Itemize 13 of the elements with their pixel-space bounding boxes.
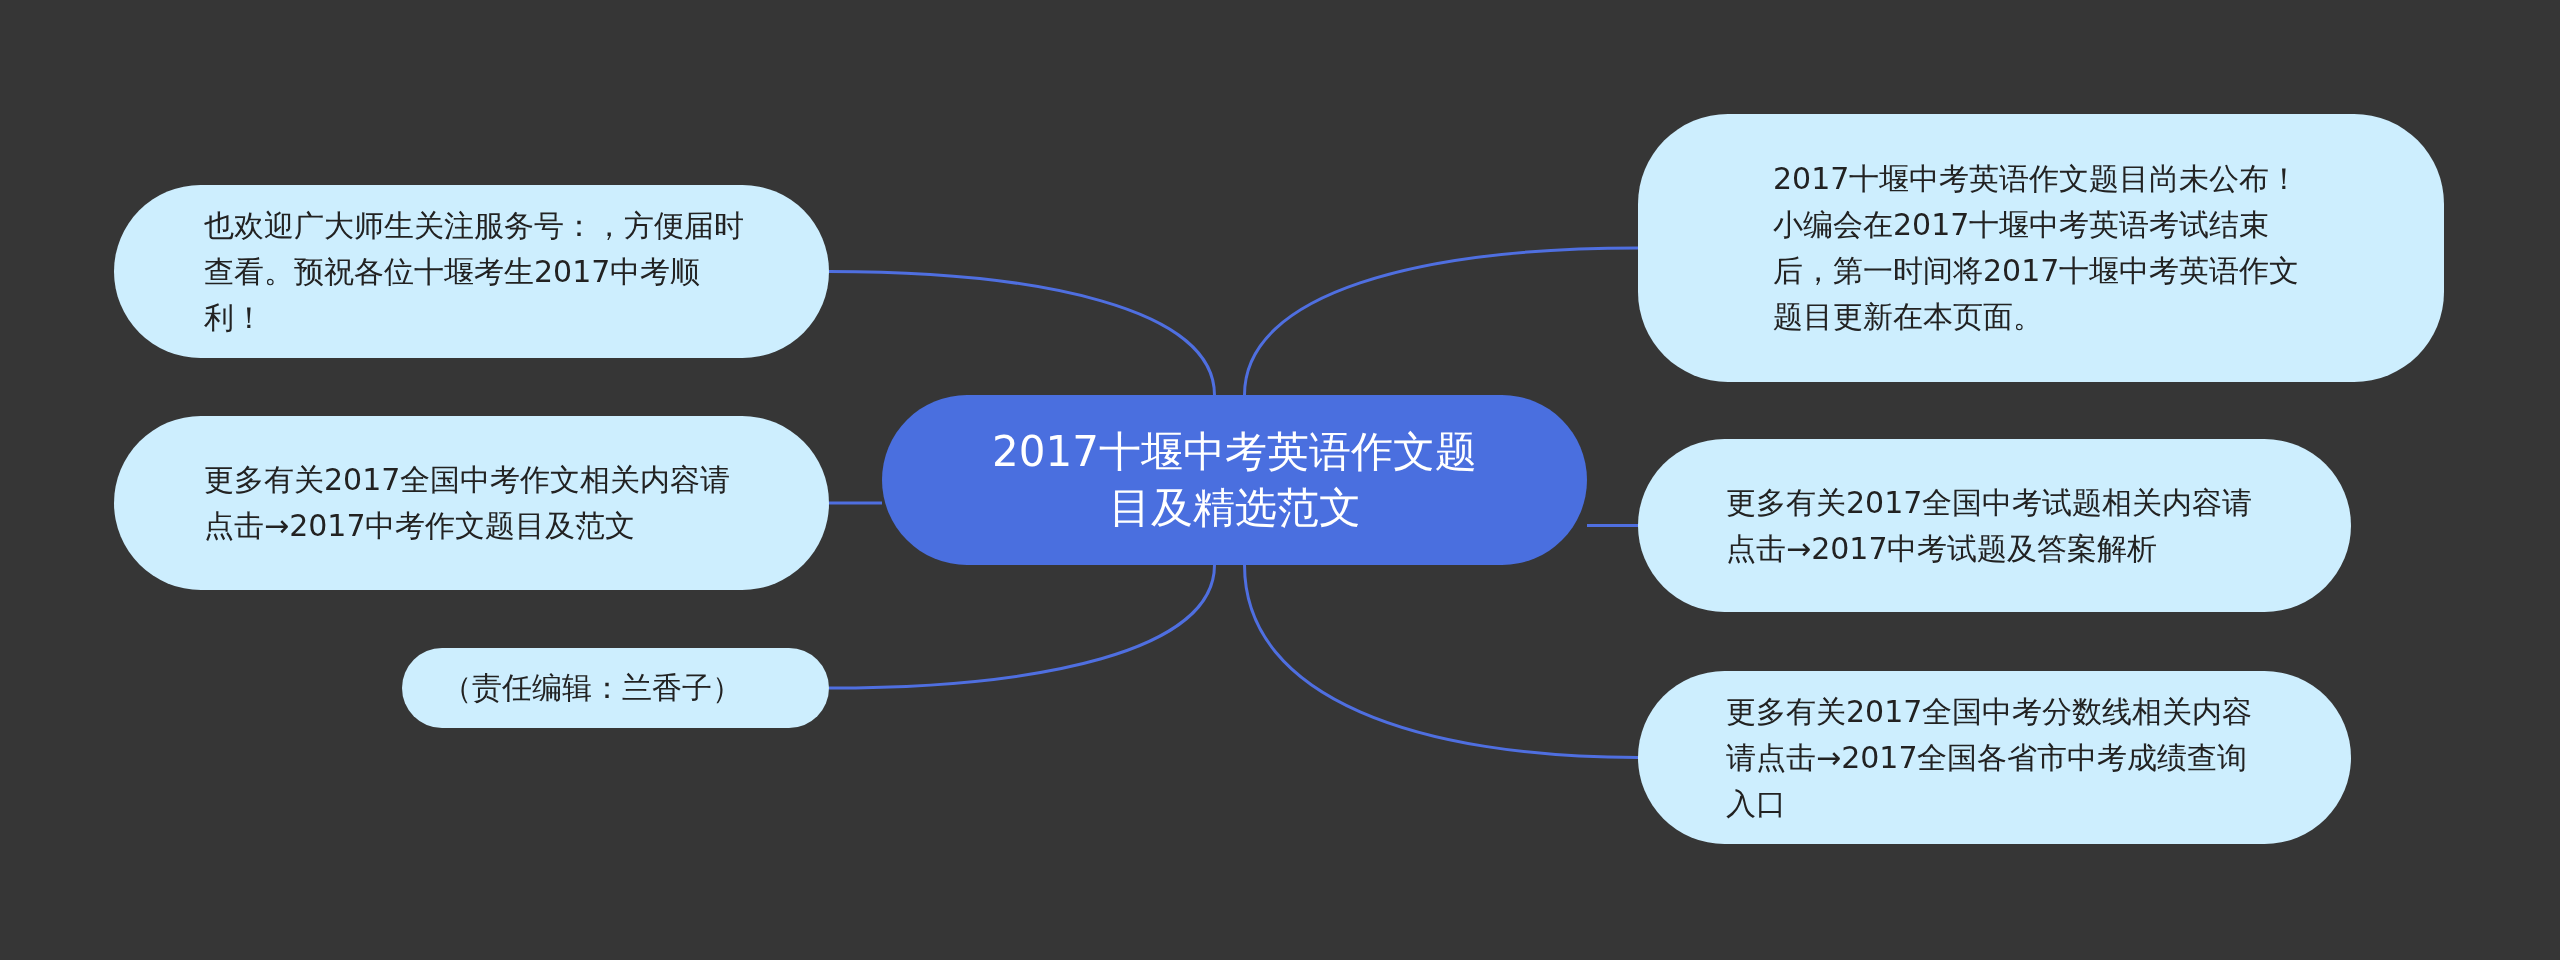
main-topic-box: 2017十堰中考英语作文题目及精选范文 [882, 395, 1587, 565]
connector-line [1587, 524, 1638, 527]
connector-line [829, 501, 882, 505]
topic-box: 更多有关2017全国中考作文相关内容请点击→2017中考作文题目及范文 [114, 416, 829, 590]
connector-line [1243, 246, 1639, 396]
connector-line [828, 270, 1216, 396]
connector-line [828, 564, 1216, 690]
topic-box: 更多有关2017全国中考分数线相关内容请点击→2017全国各省市中考成绩查询入口 [1638, 671, 2351, 844]
connector-line [1243, 564, 1639, 759]
topic-box: 也欢迎广大师生关注服务号：，方便届时查看。预祝各位十堰考生2017中考顺利！ [114, 185, 829, 358]
topic-box: 2017十堰中考英语作文题目尚未公布！小编会在2017十堰中考英语考试结束后，第一时间将2017十堰中考英语作文题目更新在本页面。 [1638, 114, 2444, 382]
topic-box: （责任编辑：兰香子） [402, 648, 829, 728]
topic-box: 更多有关2017全国中考试题相关内容请点击→2017中考试题及答案解析 [1638, 439, 2351, 612]
